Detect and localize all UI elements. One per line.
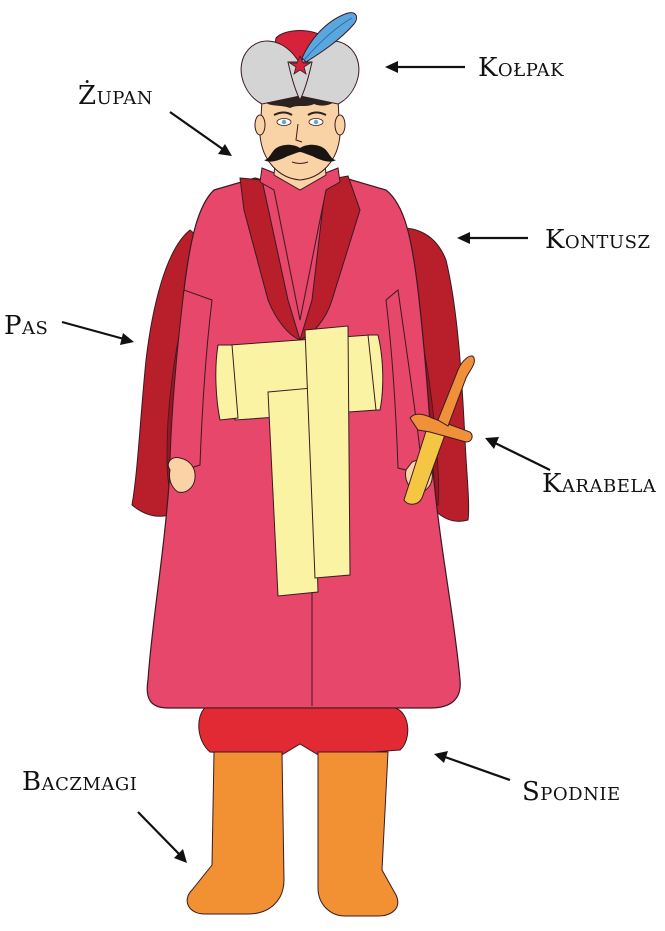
kolpak-hat	[241, 13, 359, 104]
spodnie-arrow-head	[434, 751, 448, 763]
right-pupil	[314, 120, 318, 124]
zupan-arrow-line	[170, 112, 224, 150]
spodnie-arrow-line	[445, 757, 510, 780]
kolpak-arrow-head	[385, 61, 398, 73]
spodnie-trousers	[199, 708, 408, 756]
label-karabela: Karabela	[542, 469, 657, 499]
label-spodnie: Spodnie	[522, 777, 621, 807]
pas-arrow-line	[62, 322, 124, 339]
right-ear	[335, 115, 345, 135]
face	[260, 100, 340, 180]
label-kolpak: Kołpak	[478, 53, 564, 83]
baczmagi-arrow-line	[138, 812, 180, 855]
pas-arrow-head	[120, 333, 134, 345]
label-baczmagi: Baczmagi	[22, 767, 137, 797]
label-kontusz: Kontusz	[545, 225, 650, 255]
figure-illustration	[132, 13, 474, 916]
left-ear	[255, 115, 265, 135]
baczmagi-right-boot	[318, 752, 398, 916]
karabela-arrow-line	[495, 443, 550, 470]
baczmagi-left-boot	[187, 752, 284, 914]
zupan-arrow-head	[218, 144, 232, 156]
kontusz-arrow-head	[457, 232, 470, 244]
label-zupan: Żupan	[78, 80, 153, 111]
left-pupil	[282, 120, 286, 124]
label-pas: Pas	[4, 311, 48, 341]
